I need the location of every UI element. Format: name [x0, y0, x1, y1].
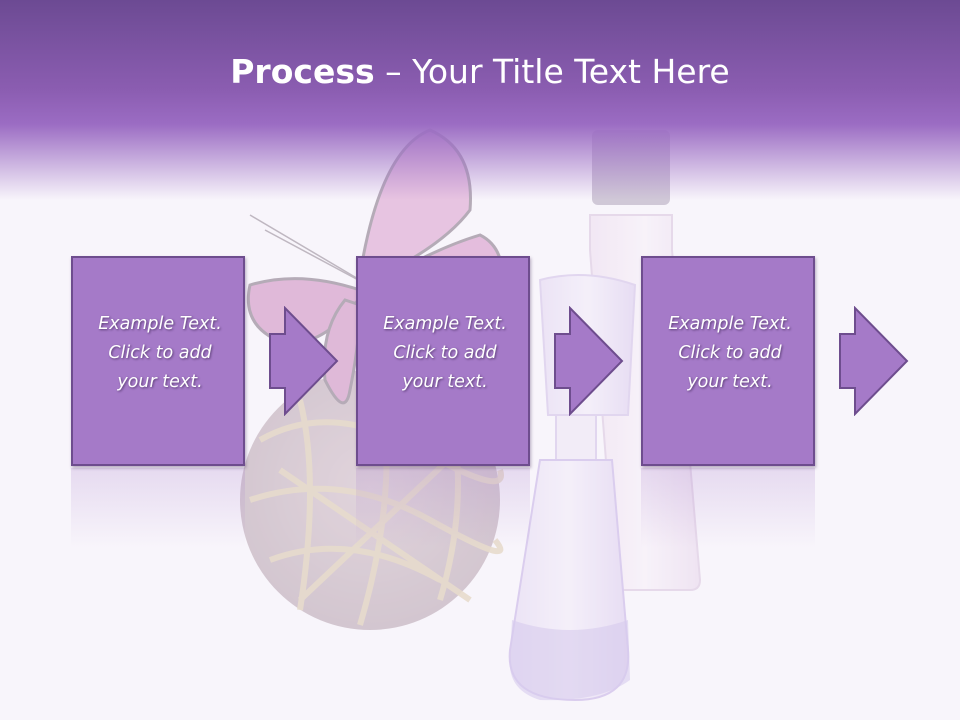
step-2-line-2: Click to add — [393, 343, 497, 363]
step-1-line-3: your text. — [117, 372, 203, 392]
step-2-arrow[interactable] — [554, 306, 624, 416]
step-1-line-1: Example Text. — [98, 314, 222, 334]
step-1-arrow[interactable] — [269, 306, 339, 416]
step-2-line-1: Example Text. — [383, 314, 507, 334]
step-2-text[interactable]: Example Text. Click to add your text. — [358, 310, 532, 397]
step-2-reflection — [356, 468, 530, 548]
step-box-1[interactable]: Example Text. Click to add your text. — [71, 256, 245, 466]
bottle-body-front — [508, 459, 630, 702]
title-banner — [0, 0, 960, 200]
title-regular-part: – Your Title Text Here — [374, 52, 730, 91]
slide-title[interactable]: Process – Your Title Text Here — [0, 52, 960, 91]
step-3-line-3: your text. — [687, 372, 773, 392]
step-2-line-3: your text. — [402, 372, 488, 392]
step-3-arrow[interactable] — [839, 306, 909, 416]
step-3-text[interactable]: Example Text. Click to add your text. — [643, 310, 817, 397]
step-3-line-1: Example Text. — [668, 314, 792, 334]
step-1-line-2: Click to add — [108, 343, 212, 363]
step-3-line-2: Click to add — [678, 343, 782, 363]
step-box-3[interactable]: Example Text. Click to add your text. — [641, 256, 815, 466]
step-1-reflection — [71, 468, 245, 548]
step-1-text[interactable]: Example Text. Click to add your text. — [73, 310, 247, 397]
title-bold-part: Process — [230, 52, 375, 91]
step-3-reflection — [641, 468, 815, 548]
step-box-2[interactable]: Example Text. Click to add your text. — [356, 256, 530, 466]
